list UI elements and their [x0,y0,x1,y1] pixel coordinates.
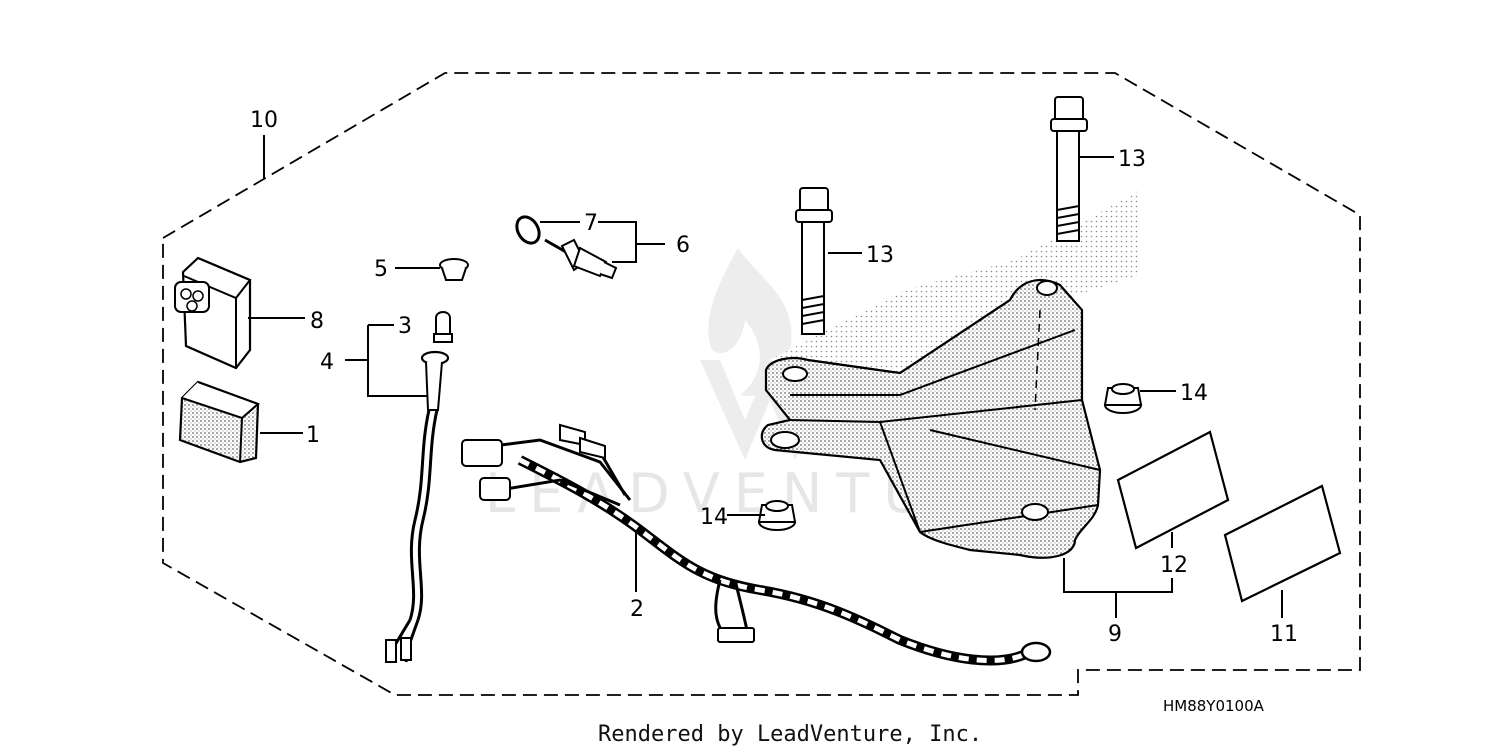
bracket-mount [760,278,1102,559]
nut-14-upper [1103,383,1143,414]
callout-13-left: 13 [866,243,894,268]
callout-11: 11 [1270,622,1298,647]
callout-4: 4 [320,350,334,375]
kit-boundary [162,72,1361,696]
callout-12: 12 [1160,553,1188,578]
rubber-mount-1 [178,380,260,464]
callout-1: 1 [306,423,320,448]
leader-lines [248,135,1283,618]
callout-2: 2 [630,597,644,622]
nut-14-lower [757,500,797,531]
label-pad-11 [1223,484,1342,603]
callout-10: 10 [250,108,278,133]
callout-14-right: 14 [1180,381,1208,406]
callout-5: 5 [374,257,388,282]
callout-9: 9 [1108,622,1122,647]
grommet-5 [439,258,469,281]
socket-harness-4 [385,350,450,663]
switch-6 [515,215,618,280]
diagram-code: HM88Y0100A [1163,697,1265,715]
wire-harness-2 [461,423,1052,666]
callout-8: 8 [310,309,324,334]
callout-7: 7 [584,211,598,236]
footer-credit: Rendered by LeadVenture, Inc. [598,722,982,747]
callout-labels: 10 7 6 5 8 3 4 1 2 13 13 14 14 12 9 11 [250,108,1298,647]
callout-14-left: 14 [700,505,728,530]
bolt-13-left [795,187,833,335]
callout-3: 3 [398,314,412,339]
bulb-3 [433,311,453,343]
control-module-8 [174,256,252,370]
label-pad-12 [1116,430,1230,550]
bolt-13-right [1050,96,1088,242]
callout-13-right: 13 [1118,147,1146,172]
bracket-shading [770,190,1140,395]
callout-6: 6 [676,233,690,258]
